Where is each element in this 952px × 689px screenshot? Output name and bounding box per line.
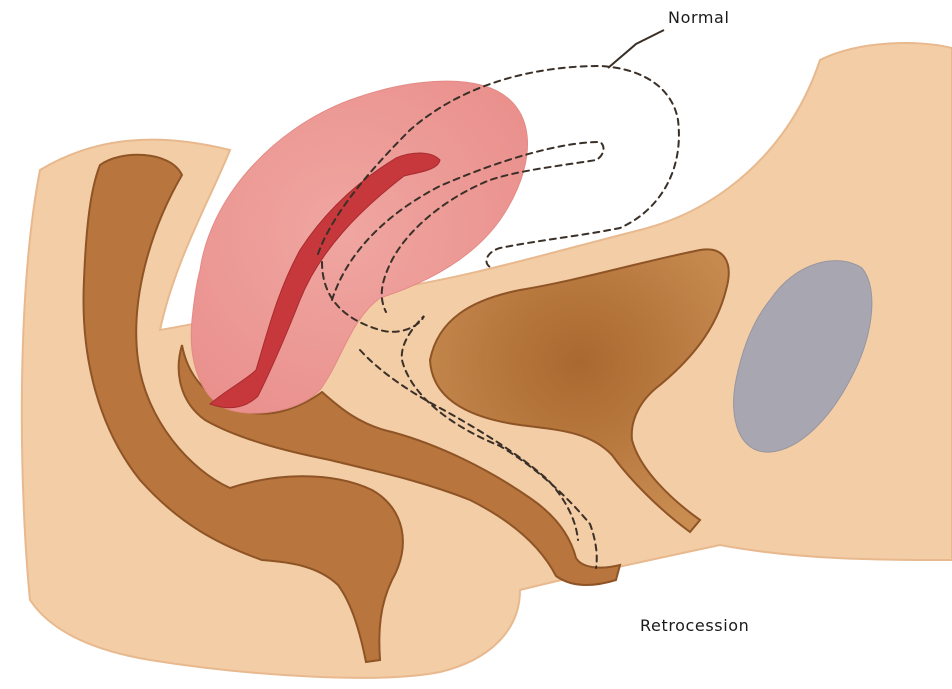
label-normal: Normal — [668, 8, 730, 27]
label-retrocession: Retrocession — [640, 616, 749, 635]
normal-leader-line — [608, 30, 664, 68]
